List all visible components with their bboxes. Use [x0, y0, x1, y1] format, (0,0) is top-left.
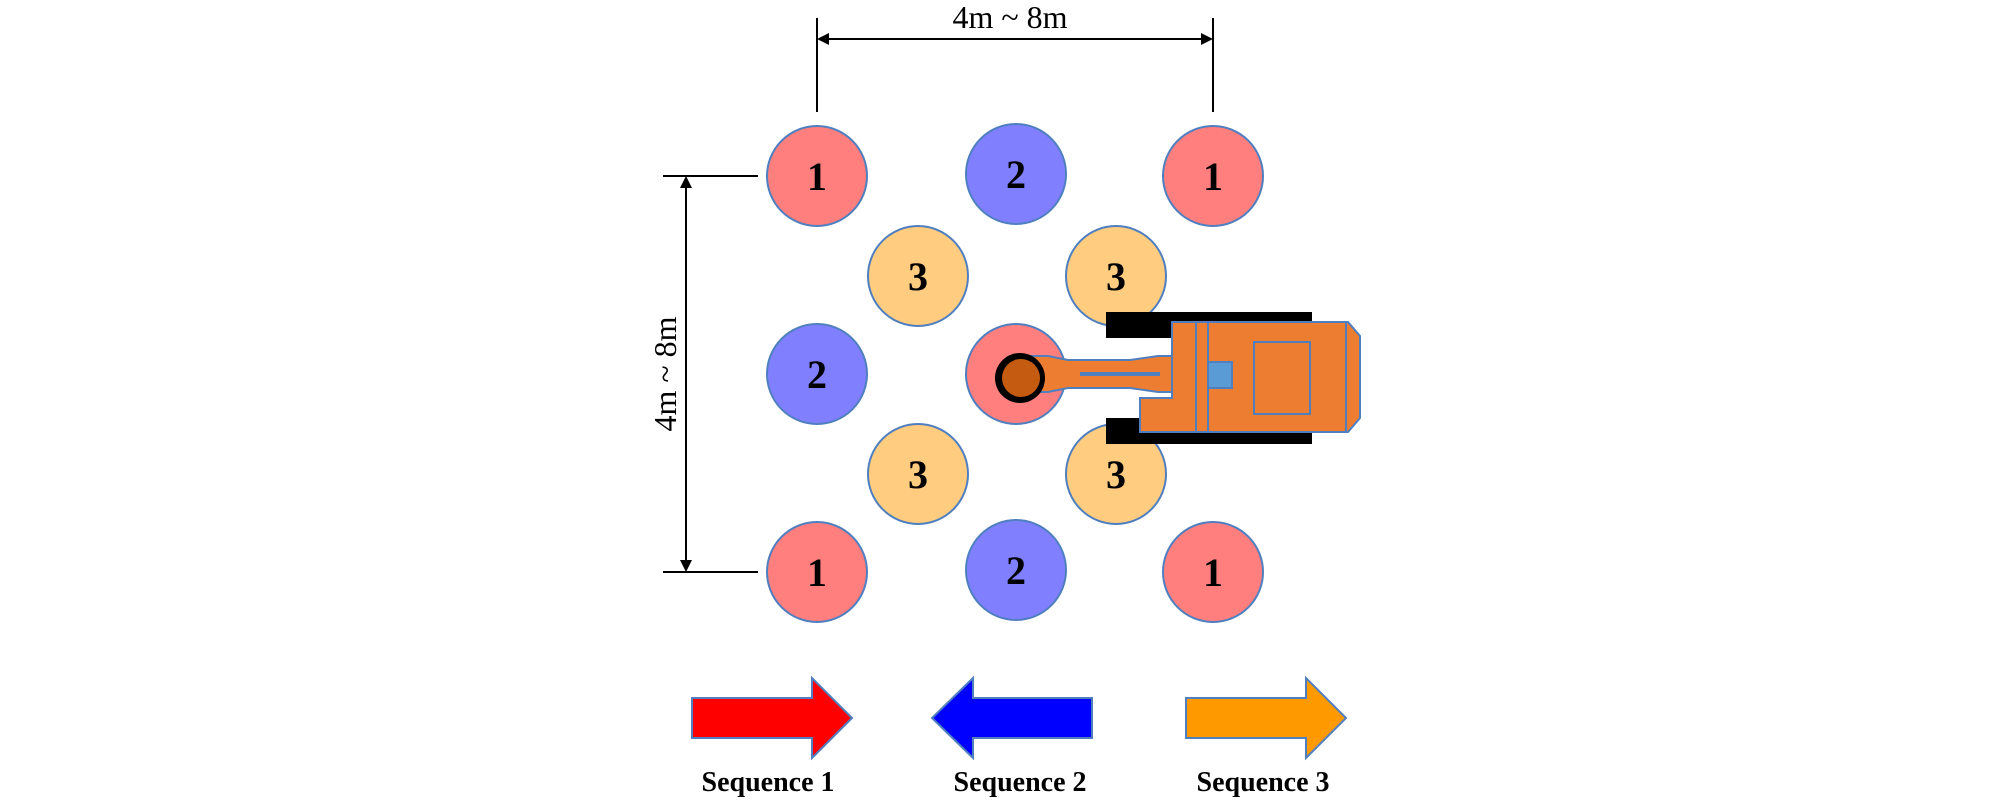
pile-circle: 3: [867, 423, 969, 525]
pile-circle-label: 1: [1203, 154, 1223, 199]
excavator-cab: [1207, 361, 1233, 389]
excavator-bucket: [1002, 359, 1040, 397]
excavator: [995, 312, 1361, 444]
pile-circle: 2: [965, 519, 1067, 621]
pile-circle: 1: [1162, 521, 1264, 623]
pile-circle: 3: [1065, 423, 1167, 525]
pile-circle-shape: [766, 125, 868, 227]
pile-circle-shape: [965, 123, 1067, 225]
pile-circle-label: 3: [908, 452, 928, 497]
pile-grid: 1 2 1 3 3 2 3 3 1 2 1: [766, 123, 1264, 623]
sequence-1-label: Sequence 1: [702, 767, 835, 798]
pile-circle: 1: [766, 125, 868, 227]
pile-circle: 1: [1162, 125, 1264, 227]
left-dimension: 4m ~ 8m: [647, 175, 758, 573]
pile-circle-label: 1: [1203, 550, 1223, 595]
sequence-1-arrow: [691, 675, 854, 761]
pile-circle-label: 3: [1106, 452, 1126, 497]
pile-circle: 3: [1065, 225, 1167, 327]
pile-circle: 3: [867, 225, 969, 327]
top-dimension: 4m ~ 8m: [816, 0, 1214, 112]
pile-circle: 2: [766, 323, 868, 425]
left-dimension-label: 4m ~ 8m: [647, 316, 683, 431]
sequence-3-label: Sequence 3: [1197, 767, 1330, 798]
pile-circle-label: 3: [1106, 254, 1126, 299]
pile-circle-shape: [766, 323, 868, 425]
pile-circle-shape: [766, 521, 868, 623]
sequence-2-label: Sequence 2: [954, 767, 1087, 798]
excavator-body: [1139, 321, 1361, 433]
top-dimension-label: 4m ~ 8m: [952, 0, 1067, 35]
excavator-engine-panel: [1253, 341, 1311, 415]
pile-circle-label: 3: [908, 254, 928, 299]
sequence-2-arrow: [930, 675, 1093, 761]
pile-circle-shape: [867, 423, 969, 525]
pile-circle-shape: [1162, 125, 1264, 227]
pile-circle-shape: [867, 225, 969, 327]
sequence-3-arrow: [1185, 675, 1348, 761]
pile-circle: 2: [965, 123, 1067, 225]
pile-circle-label: 2: [1006, 548, 1026, 593]
pile-circle-shape: [1162, 521, 1264, 623]
legend: Sequence 1 Sequence 2 Sequence 3: [691, 675, 1348, 798]
pile-circle-label: 1: [807, 154, 827, 199]
pile-circle-label: 1: [807, 550, 827, 595]
pile-circle-shape: [965, 519, 1067, 621]
pile-circle-label: 2: [807, 352, 827, 397]
pile-circle-label: 2: [1006, 152, 1026, 197]
pile-circle: 1: [766, 521, 868, 623]
